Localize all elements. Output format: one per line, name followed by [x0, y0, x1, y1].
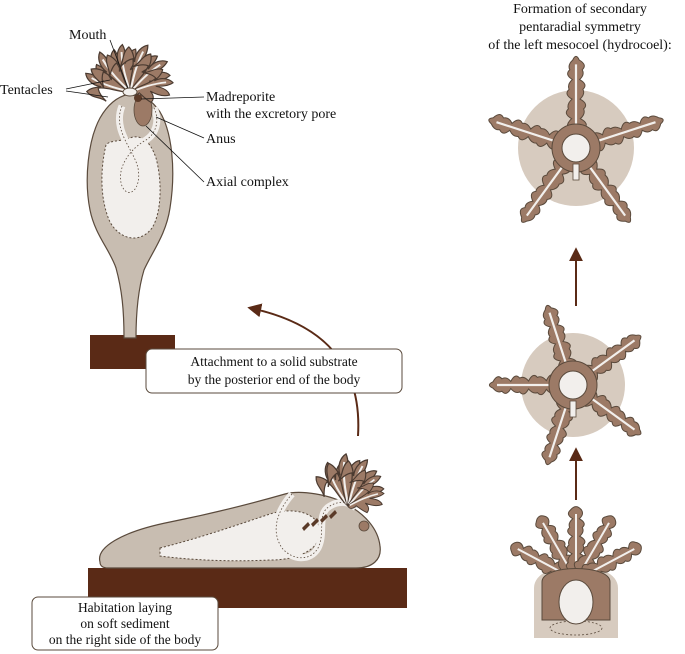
label-anus: Anus: [206, 132, 236, 147]
title-line-2: pentaradial symmetry: [519, 20, 641, 35]
stage-top-ring-gap: [573, 164, 579, 180]
habitation-line-3: on the right side of the body: [49, 632, 201, 647]
habitation-line-2: on soft sediment: [80, 616, 169, 631]
hydrocoel-stage-bottom: [507, 507, 646, 638]
attachment-box: Attachment to a solid substrate by the p…: [146, 349, 402, 393]
stage-bot-lumen: [559, 580, 593, 624]
habitation-box: Habitation laying on soft sediment on th…: [32, 597, 218, 650]
hydrocoel-stage-top: [486, 56, 667, 228]
habitation-line-1: Habitation laying: [78, 600, 172, 615]
label-madreporite-2: with the excretory pore: [206, 107, 336, 122]
lying-animal: [88, 453, 407, 608]
label-axial-complex: Axial complex: [206, 175, 289, 190]
right-title: Formation of secondary pentaradial symme…: [488, 2, 671, 53]
title-line-1: Formation of secondary: [513, 2, 647, 17]
hydrocoel-stage-middle: [489, 302, 647, 468]
mouth-shape: [123, 88, 137, 96]
label-tentacles: Tentacles: [0, 83, 53, 98]
label-mouth: Mouth: [69, 28, 106, 43]
lying-madreporite: [359, 521, 369, 531]
attachment-line-1: Attachment to a solid substrate: [190, 354, 357, 369]
stage-mid-lumen: [559, 371, 587, 399]
title-line-3: of the left mesocoel (hydrocoel):: [488, 38, 671, 53]
attachment-line-2: by the posterior end of the body: [188, 372, 361, 387]
stage-top-lumen: [562, 134, 590, 162]
label-madreporite-1: Madreporite: [206, 90, 275, 105]
stage-mid-ring-gap: [570, 401, 576, 417]
